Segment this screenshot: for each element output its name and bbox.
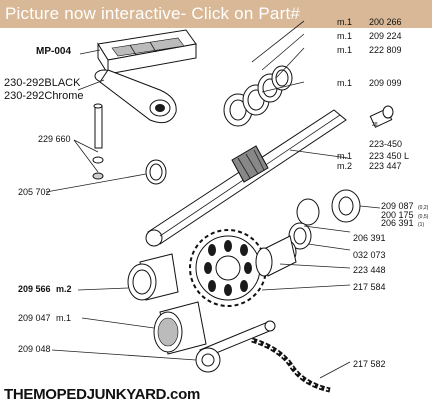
splined-sleeve-drawing[interactable]	[153, 301, 207, 355]
part-prefix: m.1	[56, 313, 72, 323]
part-prefix: m.1	[337, 31, 353, 41]
part-prefix: m.1	[337, 45, 353, 55]
part-number-link[interactable]: 223-450	[369, 139, 403, 149]
page-title: Picture now interactive- Click on Part#	[5, 4, 301, 23]
sprocket-drawing[interactable]	[189, 229, 267, 307]
crank-black-part-link[interactable]: 230-292BLACK	[4, 77, 81, 89]
upper-bearing-set[interactable]	[223, 65, 293, 127]
pedal-drawing[interactable]	[97, 29, 197, 76]
part-number-link[interactable]: 032 073	[353, 250, 386, 260]
part-number-link[interactable]: 200 266	[369, 17, 402, 27]
part-tag: 28	[372, 122, 378, 128]
bushing-drawing[interactable]	[369, 105, 394, 128]
crank-arm-drawing[interactable]	[94, 69, 177, 124]
part-number-link[interactable]: 223 448	[353, 265, 386, 275]
part-number-link[interactable]: 209 047	[18, 313, 51, 323]
part-number-link[interactable]: 217 584	[353, 282, 386, 292]
part-number-link[interactable]: 209 566	[18, 284, 51, 294]
pedal-part-link[interactable]: MP-004	[36, 46, 72, 57]
part-prefix: m.2	[56, 284, 72, 294]
leader-lines	[45, 20, 381, 379]
part-note: (0,2)	[418, 205, 429, 211]
part-number-link[interactable]: 206 391	[381, 218, 414, 228]
wrench-drawing[interactable]	[195, 320, 276, 373]
part-prefix: m.1	[337, 78, 353, 88]
main-shaft-drawing[interactable]	[145, 109, 347, 247]
site-footer: THEMOPEDJUNKYARD.com	[4, 386, 200, 403]
part-number-link[interactable]: 209 087	[381, 201, 414, 211]
chain-drawing[interactable]	[251, 337, 331, 393]
part-number-link[interactable]: 205 702	[18, 187, 51, 197]
part-number-link[interactable]: 209 099	[369, 78, 402, 88]
part-number-link[interactable]: 206 391	[353, 233, 386, 243]
part-number-link[interactable]: 217 582	[353, 359, 386, 369]
part-number-link[interactable]: 223 450 L	[369, 151, 410, 161]
crank-chrome-part-link[interactable]: 230-292Chrome	[4, 90, 84, 102]
part-number-link[interactable]: 229 660	[38, 134, 71, 144]
pin-bolt-drawing[interactable]	[92, 103, 104, 180]
part-number-link[interactable]: 222 809	[369, 45, 402, 55]
part-number-link[interactable]: 200 175	[381, 210, 414, 220]
right-washers-drawing[interactable]	[275, 189, 361, 265]
part-prefix: m.2	[337, 161, 353, 171]
part-note: (1)	[418, 222, 425, 228]
hub-piece-drawing[interactable]	[255, 235, 297, 277]
hub-drawing[interactable]	[127, 253, 179, 301]
part-note: (0,5)	[418, 214, 429, 220]
part-number-link[interactable]: 223 447	[369, 161, 402, 171]
part-number-link[interactable]: 209 224	[369, 31, 402, 41]
part-prefix: m.1	[337, 151, 353, 161]
part-prefix: m.1	[337, 17, 353, 27]
part-number-link[interactable]: 209 048	[18, 344, 51, 354]
header-bar: Picture now interactive- Click on Part#	[0, 0, 432, 28]
